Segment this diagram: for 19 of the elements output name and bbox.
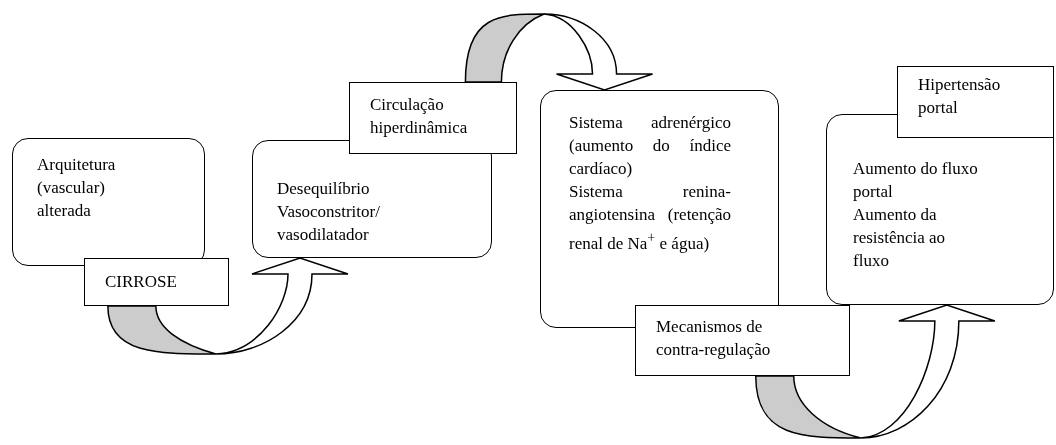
- box-text: Desequilíbrio Vasoconstritor/ vasodilatador: [277, 178, 381, 246]
- curved-arrow: [755, 304, 996, 439]
- box-text: CIRROSE: [105, 271, 178, 293]
- box-text: Circulação hiperdinâmica: [370, 94, 469, 139]
- rounded-box: [252, 140, 492, 258]
- label-box: [635, 305, 850, 376]
- label-box: [897, 66, 1054, 138]
- box-text: Aumento da resistência ao fluxo: [853, 204, 947, 272]
- box-text: Sistema renina-angiotensina (retenção renal de Na$^{+}$ e água): [569, 181, 731, 255]
- label-box: [84, 258, 229, 306]
- box-text: Sistema adrenérgico (aumento do índice cardíaco): [569, 112, 731, 180]
- rounded-box: [12, 138, 205, 266]
- box-text: Aumento do fluxo portal: [853, 158, 979, 203]
- curved-arrow: [464, 13, 654, 91]
- box-text: Hipertensão portal: [918, 74, 1002, 119]
- box-text: Arquitetura (vascular) alterada: [37, 154, 117, 222]
- label-box: [349, 82, 517, 154]
- box-text: Mecanismos de contra-regulação: [656, 316, 772, 361]
- curved-arrow: [107, 257, 349, 355]
